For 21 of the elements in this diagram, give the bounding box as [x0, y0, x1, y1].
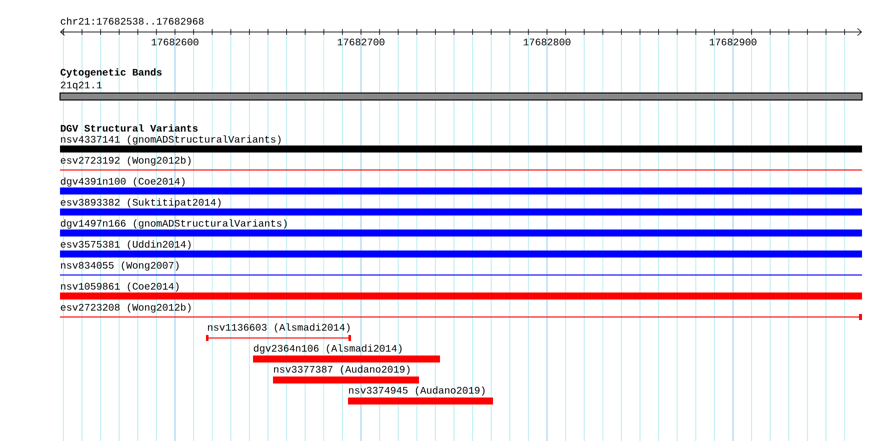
variant-label: nsv4337141 (gnomADStructuralVariants) — [61, 135, 281, 145]
variant-label: nsv1059861 (Coe2014) — [61, 282, 179, 292]
variant-label: esv3575381 (Uddin2014) — [60, 240, 191, 250]
track-heading: Cytogenetic Bands — [60, 68, 162, 78]
variant-label: dgv1497n166 (gnomADStructuralVariants) — [60, 219, 287, 229]
region-label: chr21:17682538..17682968 — [60, 17, 204, 25]
band-label: 21q21.1 — [60, 82, 102, 90]
tick-label: 17682600 — [152, 38, 198, 46]
variant-label: esv2723208 (Wong2012b) — [60, 303, 191, 313]
variant-label: esv2723192 (Wong2012b) — [60, 156, 191, 166]
variant-label: nsv3374945 (Audano2019) — [349, 386, 485, 396]
tick-label: 17682700 — [338, 38, 384, 46]
variant-label: esv3893382 (Suktitipat2014) — [60, 198, 221, 208]
variant-label: nsv834055 (Wong2007) — [61, 261, 179, 271]
variant-label: nsv3377387 (Audano2019) — [274, 365, 410, 375]
variant-label: nsv1136603 (Alsmadi2014) — [208, 323, 350, 333]
tick-label: 17682900 — [710, 38, 756, 46]
variant-label: dgv4391n100 (Coe2014) — [60, 177, 185, 187]
variant-label: dgv2364n106 (Alsmadi2014) — [254, 344, 402, 354]
tick-label: 17682800 — [524, 38, 570, 46]
track-heading: DGV Structural Variants — [60, 124, 198, 132]
